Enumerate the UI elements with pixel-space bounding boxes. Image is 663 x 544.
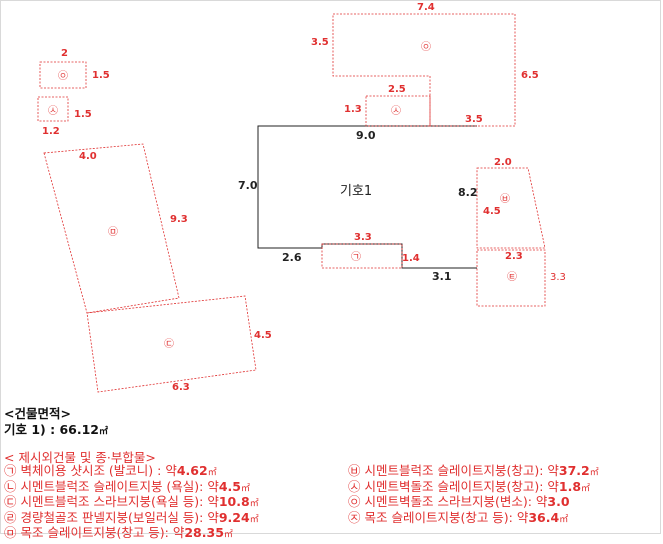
annex-small-a-symbol: ㉧ <box>58 70 68 82</box>
dim-ha-right: 9.3 <box>170 214 188 225</box>
legend-item-text: ㉥ 시멘트블럭조 슬레이트지붕(창고): 약 <box>348 463 559 478</box>
dim-cha-top: 2.5 <box>388 84 406 95</box>
legend-item-text: ㉧ 시멘트벽돌조 스라브지붕(변소): 약 <box>348 494 548 509</box>
legend-item-value: 36.4 <box>528 509 560 525</box>
dim-b-right: 1.5 <box>74 109 92 120</box>
area-line: 기호 1) : 66.12㎡ <box>4 422 108 441</box>
legend-item-value: 4.5 <box>218 478 242 494</box>
legend-item: ㉤ 목조 슬레이트지붕(창고 등): 약28.35㎡ <box>4 525 233 544</box>
legend-item-text: ㉦ 시멘트벽돌조 슬레이트지붕(창고): 약 <box>348 478 559 494</box>
annex-ha-outline <box>43 143 180 314</box>
dim-ma-bottom: 2.3 <box>505 251 523 262</box>
annex-ga-outline <box>321 243 403 269</box>
legend-item-unit: ㎡ <box>581 483 591 494</box>
dim-ja-left: 3.5 <box>311 37 329 48</box>
legend-item-unit: ㎡ <box>241 483 251 494</box>
annex-ja-outline <box>332 13 516 127</box>
legend-item-value: 9.24 <box>218 509 250 525</box>
legend-item-unit: ㎡ <box>589 468 599 478</box>
legend-item: ㉥ 시멘트블럭조 슬레이트지붕(창고): 약37.2㎡ <box>348 463 599 482</box>
legend-item-unit: ㎡ <box>249 514 259 525</box>
legend-item-unit: ㎡ <box>207 468 217 478</box>
legend-item-value: 1.8 <box>558 478 582 494</box>
legend-item: ㉨ 목조 슬레이트지붕(창고 등): 약36.4㎡ <box>348 510 568 529</box>
annex-ga-symbol: ㉠ <box>351 251 361 263</box>
legend-item-unit: ㎡ <box>223 530 233 540</box>
legend: <건물면적> 기호 1) : 66.12㎡ < 제시외건물 및 종·부합물> ㉠… <box>0 400 663 540</box>
legend-item-text: ㉤ 목조 슬레이트지붕(창고 등): 약 <box>4 525 185 540</box>
dim-ga-top: 3.3 <box>354 232 372 243</box>
dim-ja-top: 7.4 <box>417 2 435 13</box>
annex-small-b-outline <box>37 96 69 122</box>
legend-item-value: 3.0 <box>547 494 570 509</box>
site-plan: 기호1 9.0 7.0 2.6 3.1 8.2 7.4 3.5 6.5 2.5 … <box>37 2 566 393</box>
dim-cha-right: 3.5 <box>465 114 483 125</box>
legend-item-value: 37.2 <box>558 463 590 478</box>
dim-ma-right: 4.5 <box>483 206 501 217</box>
legend-item: ㉣ 경량철골조 판넬지붕(보일러실 등): 약9.24㎡ <box>4 510 259 529</box>
area-line-label: 기호 1) : <box>4 422 60 437</box>
legend-item-text: ㉠ 벽체이용 샷시조 (발코니) : 약 <box>4 463 177 478</box>
dim-left: 7.0 <box>238 179 258 192</box>
dim-a-top: 2 <box>61 48 68 59</box>
building-label: 기호1 <box>340 184 372 199</box>
legend-item-text: ㉨ 목조 슬레이트지붕(창고 등): 약 <box>348 509 529 525</box>
dim-ha-top: 4.0 <box>79 151 97 162</box>
dim-b-bottom: 1.2 <box>42 126 60 137</box>
dim-ka-right: 4.5 <box>254 330 272 341</box>
annex-ka-symbol: ㉢ <box>164 338 174 350</box>
annex-cha-symbol: ㉦ <box>391 105 401 117</box>
annex-ma-symbol: ㉥ <box>500 193 510 205</box>
legend-item: ㉦ 시멘트벽돌조 슬레이트지붕(창고): 약1.8㎡ <box>348 479 590 498</box>
annex-small-a-outline <box>39 61 87 89</box>
legend-item: ㉡ 시멘트블럭조 슬레이트지붕 (욕실): 약4.5㎡ <box>4 479 250 498</box>
legend-item-text: ㉢ 시멘트블럭조 스라브지붕(욕실 등): 약 <box>4 494 219 509</box>
dim-bottom-left: 2.6 <box>282 251 302 264</box>
legend-item-value: 4.62 <box>176 463 208 478</box>
dim-ma-top: 2.0 <box>494 157 512 168</box>
legend-item-text: ㉣ 경량철골조 판넬지붕(보일러실 등): 약 <box>4 509 219 525</box>
dim-ba-right: 3.3 <box>550 272 566 283</box>
dim-top: 9.0 <box>356 129 376 142</box>
legend-item: ㉢ 시멘트블럭조 스라브지붕(욕실 등): 약10.8㎡ <box>4 494 259 513</box>
dim-right: 8.2 <box>458 186 478 199</box>
dim-ja-right: 6.5 <box>521 70 539 81</box>
legend-item-unit: ㎡ <box>249 499 259 509</box>
dim-ga-right: 1.4 <box>402 253 420 264</box>
dim-a-right: 1.5 <box>92 70 110 81</box>
annex-ba-symbol: ㉫ <box>507 271 517 283</box>
dim-bottom-right: 3.1 <box>432 270 452 283</box>
area-heading: <건물면적> <box>4 406 71 421</box>
annex-ka-outline <box>86 295 257 393</box>
area-value: 66.12 <box>59 422 100 437</box>
annex-ja-symbol: ㉧ <box>421 41 431 53</box>
annex-cha-outline <box>365 95 431 127</box>
dim-ka-bottom: 6.3 <box>172 382 190 393</box>
legend-item: ㉠ 벽체이용 샷시조 (발코니) : 약4.62㎡ <box>4 463 217 482</box>
legend-item: ㉧ 시멘트벽돌조 스라브지붕(변소): 약3.0 <box>348 494 570 513</box>
annex-small-b-symbol: ㉦ <box>48 105 58 117</box>
annex-ha-symbol: ㉤ <box>108 226 118 238</box>
page-frame <box>0 0 661 534</box>
annex-ba-outline <box>476 249 546 307</box>
legend-item-value: 10.8 <box>218 494 250 509</box>
dim-cha-left: 1.3 <box>344 104 362 115</box>
legend-item-text: ㉡ 시멘트블럭조 슬레이트지붕 (욕실): 약 <box>4 478 219 494</box>
area-unit: ㎡ <box>99 427 109 437</box>
legend-item-unit: ㎡ <box>559 514 569 525</box>
legend-item-value: 28.35 <box>184 525 224 540</box>
items-heading: < 제시외건물 및 종·부합물> <box>4 450 156 465</box>
